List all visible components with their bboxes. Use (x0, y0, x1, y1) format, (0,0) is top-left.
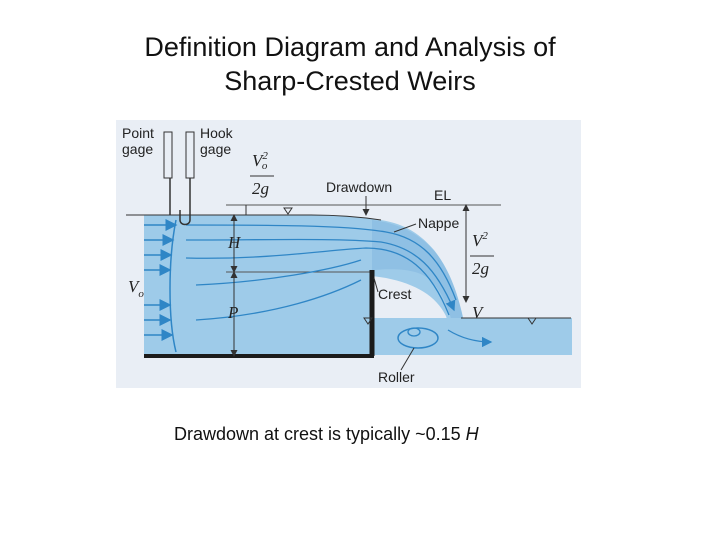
drawdown-label: Drawdown (326, 179, 392, 195)
caption-text: Drawdown at crest is typically ~0.15 (174, 424, 466, 444)
approach-velocity-arrows (144, 219, 178, 341)
streamlines (185, 224, 493, 348)
slide-title: Definition Diagram and Analysis of Sharp… (0, 30, 700, 98)
svg-text:2g: 2g (472, 259, 489, 278)
svg-text:V2: V2 (472, 230, 488, 250)
crest-label: Crest (378, 286, 412, 302)
roller-label: Roller (378, 369, 415, 385)
caption-symbol-H: H (465, 424, 479, 444)
roller-leader (400, 347, 415, 371)
svg-text:gage: gage (122, 141, 153, 157)
surface-marker-crest (363, 317, 373, 325)
svg-text:Point: Point (122, 125, 154, 141)
svg-text:V2o: V2o (252, 150, 268, 172)
weir-height-symbol-P: P (227, 303, 238, 322)
drawdown-curve (310, 214, 382, 221)
approach-velocity-symbol: Vo (128, 277, 144, 300)
roller-eddy (407, 327, 421, 337)
energy-line-label: EL (434, 187, 451, 203)
hook-gage (179, 131, 195, 226)
point-gage-label: Point gage (122, 125, 154, 157)
title-line-2: Sharp-Crested Weirs (224, 66, 476, 96)
crest-leader (373, 277, 379, 293)
surface-marker-downstream (527, 317, 537, 325)
title-line-1: Definition Diagram and Analysis of (144, 32, 556, 62)
head-symbol-H: H (227, 233, 242, 252)
nappe-leader (393, 223, 417, 233)
nappe-jet (372, 220, 466, 332)
svg-text:gage: gage (200, 141, 231, 157)
roller-circulation (397, 327, 439, 349)
svg-text:Hook: Hook (200, 125, 234, 141)
head-term-right: V2 2g (470, 230, 494, 278)
surface-marker-upstream (283, 207, 293, 215)
caption: Drawdown at crest is typically ~0.15 H (174, 424, 479, 445)
jet-velocity-symbol: V (472, 303, 485, 322)
downstream-water (372, 318, 572, 355)
nappe-label: Nappe (418, 215, 459, 231)
hook-gage-label: Hook gage (200, 125, 234, 157)
svg-text:2g: 2g (252, 179, 269, 198)
point-gage (163, 131, 173, 215)
